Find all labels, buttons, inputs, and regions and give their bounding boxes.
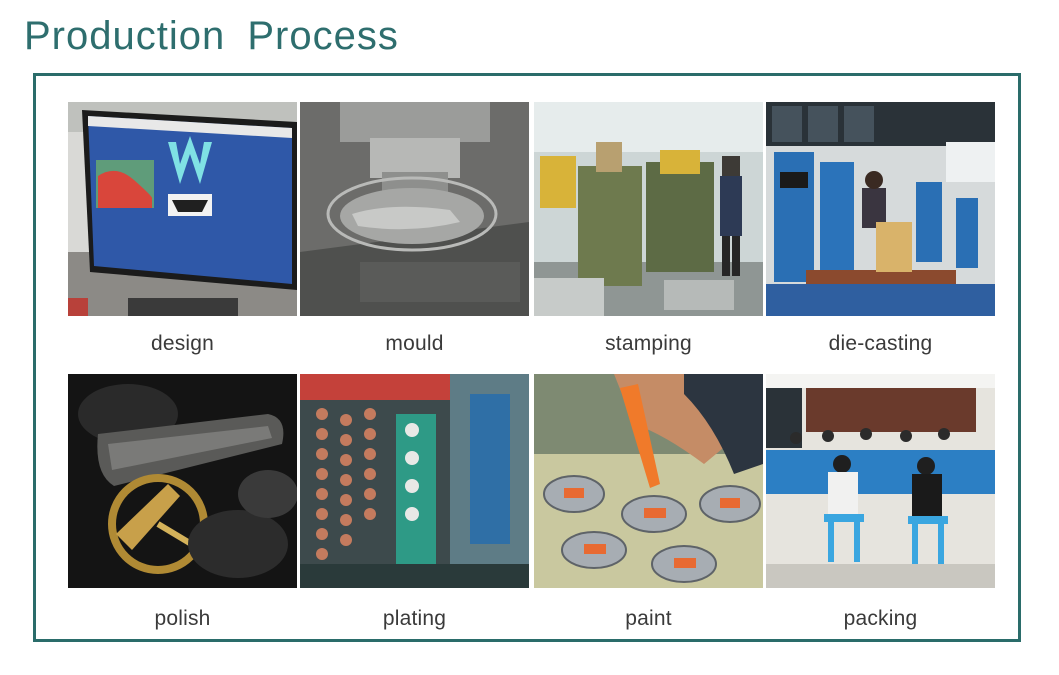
step-label-paint: paint <box>625 607 672 630</box>
page-title: Production Process <box>24 14 399 58</box>
step-label-stamping: stamping <box>605 332 692 355</box>
step-label-mould: mould <box>385 332 444 355</box>
step-label-plating: plating <box>382 607 447 630</box>
die-casting-workshop-image <box>766 102 995 316</box>
step-label-packing: packing <box>843 607 918 630</box>
electroplating-line-image <box>300 374 529 588</box>
step-label-die-casting: die-casting <box>828 332 933 355</box>
step-label-design: design <box>150 332 215 355</box>
metal-polishing-image <box>68 374 297 588</box>
stamping-press-machine-image <box>534 102 763 316</box>
computer-monitor-design-image <box>68 102 297 316</box>
process-grid-frame: design mould <box>33 73 1021 642</box>
cnc-mould-engraving-image <box>300 102 529 316</box>
enamel-paint-filling-image <box>534 374 763 588</box>
step-label-polish: polish <box>154 607 211 630</box>
packing-workshop-image <box>766 374 995 588</box>
